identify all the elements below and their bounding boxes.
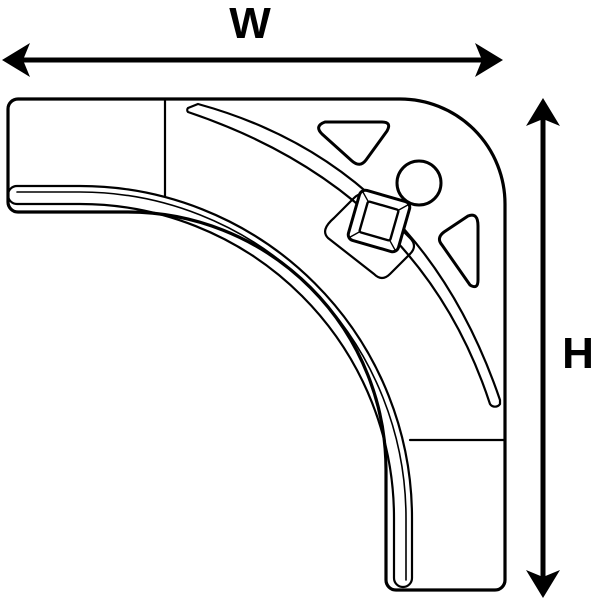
round-hole (395, 159, 443, 207)
outer-curved-groove (186, 102, 502, 408)
width-label: W (229, 0, 271, 48)
square-latch-outer (346, 188, 412, 254)
height-dimension: H (526, 98, 594, 598)
width-dimension: W (2, 0, 503, 77)
square-latch-inner (358, 200, 400, 242)
square-latch-bevel-2 (398, 203, 410, 211)
triangle-cutout-right (437, 213, 480, 289)
height-arrow-top-head (526, 98, 560, 126)
width-arrow-right-head (475, 43, 503, 77)
inner-channel-slot (6, 184, 414, 589)
square-latch-bevel-4 (348, 231, 360, 239)
square-latch (346, 188, 412, 254)
height-arrow-bottom-head (526, 570, 560, 598)
bracket-outline (6, 97, 507, 592)
inner-channel-line (16, 191, 407, 581)
corner-bracket (6, 97, 507, 592)
square-latch-bevel-1 (361, 190, 369, 202)
triangle-cutout-top (317, 120, 391, 166)
width-arrow-left-head (2, 43, 30, 77)
height-label: H (562, 329, 594, 378)
square-latch-bevel-3 (389, 240, 397, 252)
